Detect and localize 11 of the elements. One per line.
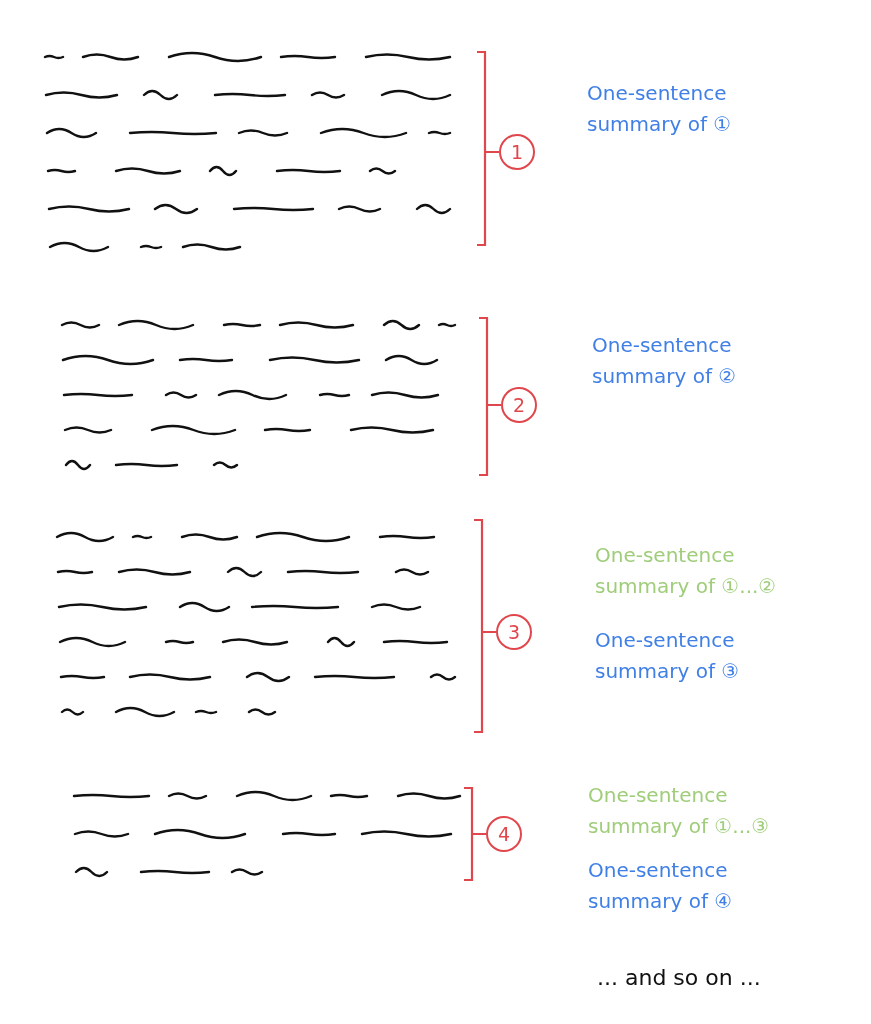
- callout-number: 4: [486, 816, 522, 852]
- summary-text: One-sentence summary of ②: [592, 332, 738, 390]
- callout-number: 1: [499, 134, 535, 170]
- summary-text: One-sentence summary of ①...③: [588, 782, 771, 840]
- callout-number: 3: [496, 614, 532, 650]
- summary-text: One-sentence summary of ①...②: [595, 542, 778, 600]
- summary-text: One-sentence summary of ①: [587, 80, 733, 138]
- callout-number: 2: [501, 387, 537, 423]
- summary-text: One-sentence summary of ③: [595, 627, 741, 685]
- summary-text: One-sentence summary of ④: [588, 857, 734, 915]
- note-text: ... and so on ...: [597, 964, 762, 992]
